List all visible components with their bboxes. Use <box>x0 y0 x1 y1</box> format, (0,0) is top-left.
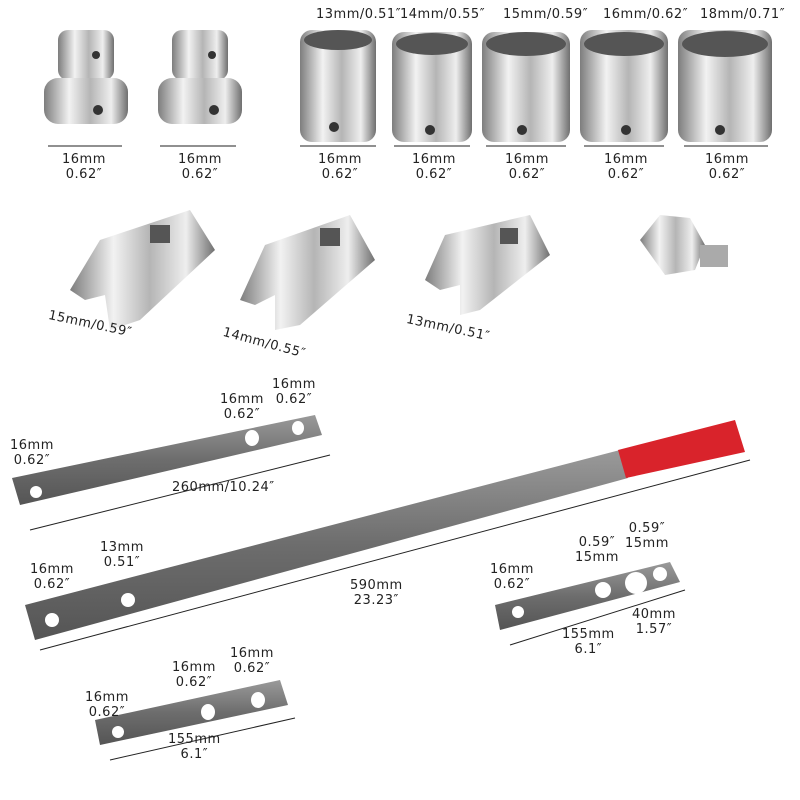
bolt <box>640 215 728 275</box>
crowfoot-15mm <box>70 210 215 330</box>
bar260-length: 260mm/10.24″ <box>172 480 275 495</box>
plate-155mm-bottom <box>95 680 288 745</box>
adapter-2 <box>158 30 242 124</box>
bar-260mm <box>12 415 322 505</box>
crowfoot-13mm <box>425 215 550 315</box>
plate-155mm-right <box>495 562 680 630</box>
socket-size-label: 16mm/0.62″ <box>603 7 689 22</box>
socket-15mm <box>482 32 570 142</box>
bar-590mm <box>25 450 628 640</box>
adapter-1 <box>44 30 128 124</box>
crowfoot-14mm <box>240 215 375 330</box>
socket-18mm <box>678 30 772 142</box>
red-handle <box>618 420 745 478</box>
socket-size-label: 13mm/0.51″ <box>316 7 402 22</box>
socket-size-label: 14mm/0.55″ <box>400 7 486 22</box>
socket-13mm <box>300 30 376 142</box>
socket-size-label: 18mm/0.71″ <box>700 7 786 22</box>
plate-right-hole1-label: 0.59″15mm <box>575 535 619 565</box>
socket-16mm <box>580 30 668 142</box>
dimension-lines <box>29 454 751 761</box>
socket-size-label: 15mm/0.59″ <box>503 7 589 22</box>
plate-right-hole2-label: 0.59″15mm <box>625 521 669 551</box>
socket-14mm <box>392 32 472 142</box>
